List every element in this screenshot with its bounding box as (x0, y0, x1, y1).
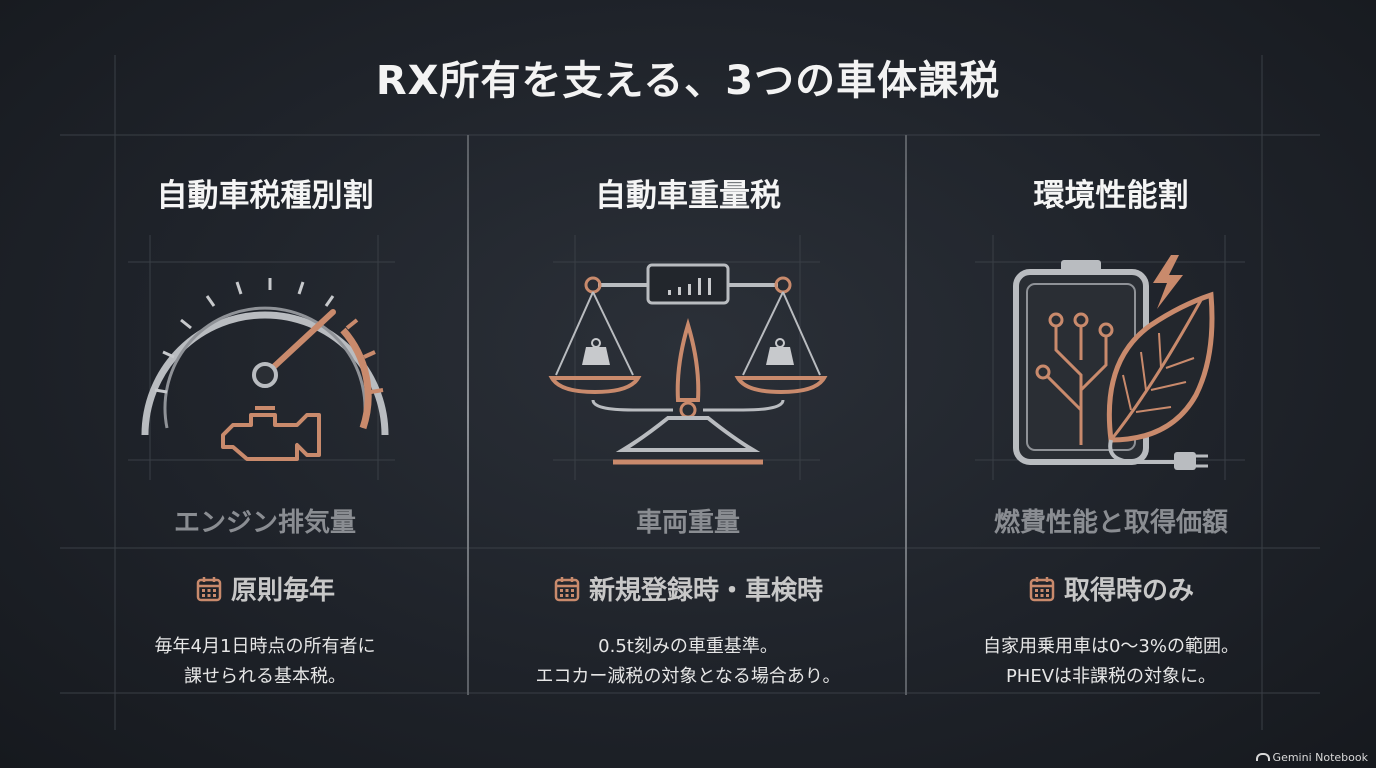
column-divider-2 (905, 135, 907, 695)
column-heading: 自動車重量税 (595, 178, 781, 214)
description-line: 自家用乗用車は0〜3%の範囲。 (982, 636, 1239, 657)
tax-column-environmental-tax: 環境性能割 燃費性能と取得価額 取得時のみ 自家用 (906, 140, 1316, 700)
scale-icon (548, 263, 828, 465)
brand-label: Gemini Notebook (1272, 751, 1368, 764)
column-heading: 自動車税種別割 (156, 178, 374, 214)
brand-logo-icon (1255, 753, 1270, 761)
tax-basis: 燃費性能と取得価額 (993, 508, 1228, 538)
page-title: RX所有を支える、3つの車体課税 (375, 58, 1001, 104)
tax-timing: 新規登録時・車検時 (483, 570, 893, 607)
tax-basis: エンジン排気量 (173, 508, 356, 538)
tax-column-weight-tax: 自動車重量税 車両重量 新規登録時・車検時 0.5 (483, 140, 893, 700)
tax-timing: 原則毎年 (60, 570, 470, 607)
tax-description: 0.5t刻みの車重基準。 エコカー減税の対象となる場合あり。 (483, 632, 893, 692)
tax-timing-label: 原則毎年 (230, 576, 335, 606)
tax-timing: 取得時のみ (906, 570, 1316, 607)
tax-description: 毎年4月1日時点の所有者に 課せられる基本税。 (60, 632, 470, 692)
tax-timing-label: 取得時のみ (1063, 576, 1194, 606)
calendar-icon (554, 577, 580, 602)
speedometer-engine-icon (141, 278, 389, 461)
description-line: PHEVは非課税の対象に。 (1005, 666, 1217, 687)
calendar-icon (1029, 577, 1055, 602)
column-divider-1 (467, 135, 469, 695)
tax-description: 自家用乗用車は0〜3%の範囲。 PHEVは非課税の対象に。 (906, 632, 1316, 692)
brand-watermark: Gemini Notebook (1255, 751, 1368, 764)
battery-leaf-icon (1013, 255, 1215, 470)
column-heading: 環境性能割 (1033, 178, 1189, 214)
tax-column-vehicle-tax: 自動車税種別割 エンジン排気量 (60, 140, 470, 700)
calendar-icon (196, 577, 222, 602)
description-line: 毎年4月1日時点の所有者に (154, 636, 376, 657)
tax-timing-label: 新規登録時・車検時 (588, 576, 823, 606)
description-line: エコカー減税の対象となる場合あり。 (535, 666, 841, 687)
description-line: 課せられる基本税。 (184, 666, 346, 687)
tax-basis: 車両重量 (635, 508, 740, 538)
description-line: 0.5t刻みの車重基準。 (598, 636, 778, 657)
